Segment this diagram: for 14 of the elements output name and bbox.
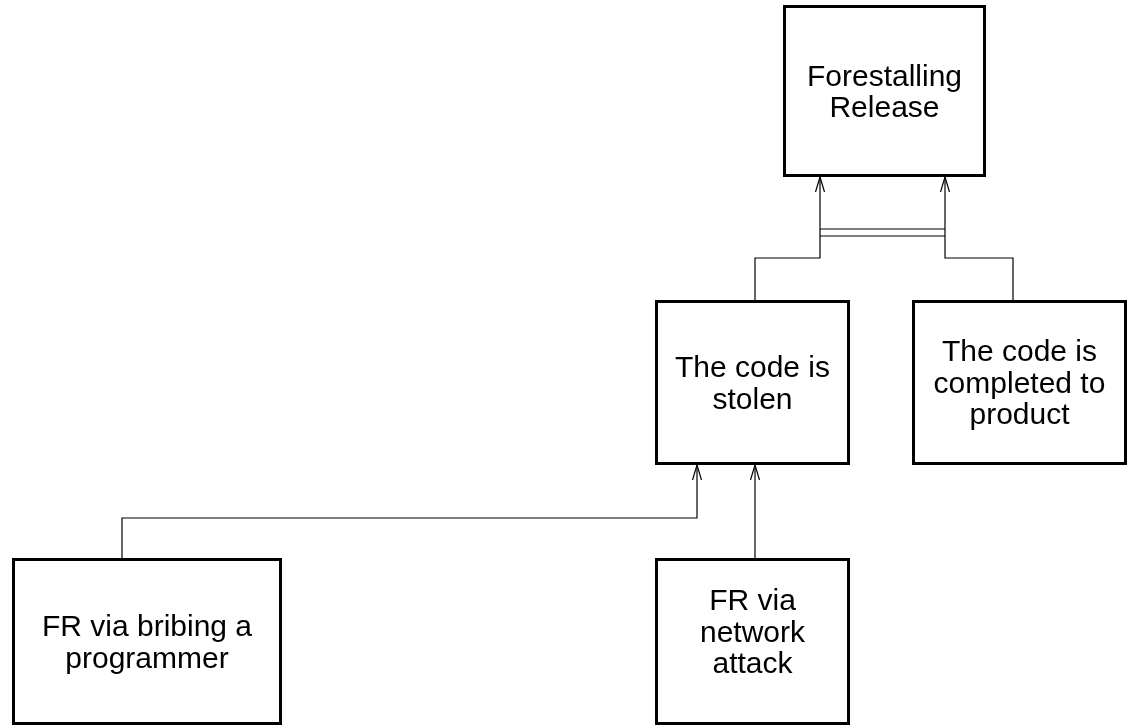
goal-box (655, 558, 850, 725)
arrow (749, 464, 761, 559)
arrow (754, 176, 826, 301)
arrow (121, 464, 703, 559)
goal-label: FR via network attack (698, 584, 806, 679)
arrow (939, 176, 1014, 301)
goal-label: FR via bribing a programmer (40, 610, 254, 673)
goal-box (655, 300, 850, 465)
goal-box (783, 5, 986, 177)
goal-label: Forestalling Release (805, 59, 964, 123)
goal-box (912, 300, 1127, 465)
goal-label: The code is completed to product (932, 335, 1107, 430)
goal-label: The code is stolen (673, 351, 832, 414)
goal-box (12, 558, 282, 725)
